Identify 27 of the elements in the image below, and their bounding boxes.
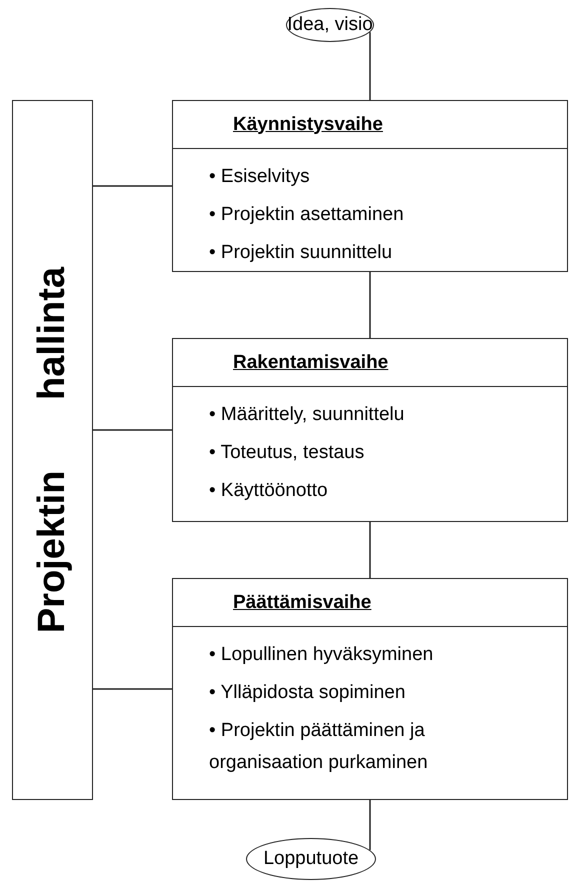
list-item: • Projektin päättäminen ja organisaation purkaminen xyxy=(209,719,429,775)
connector-line xyxy=(93,688,172,690)
connector-line xyxy=(369,800,371,850)
list-item: • Projektin suunnittelu xyxy=(209,241,394,265)
list-item: • Esiselvitys xyxy=(209,165,311,189)
connector-line xyxy=(369,272,371,338)
terminal-ellipse xyxy=(286,8,374,42)
phase-box xyxy=(172,100,568,272)
phase-box xyxy=(172,578,568,800)
side-bar-label: Projektin hallinta xyxy=(31,266,74,634)
phase-box xyxy=(172,338,568,522)
list-item: • Toteutus, testaus xyxy=(209,441,366,465)
phase-heading: Rakentamisvaihe xyxy=(233,352,388,374)
side-bar xyxy=(12,100,93,800)
phase-heading: Käynnistysvaihe xyxy=(233,114,383,136)
connector-line xyxy=(93,185,172,187)
list-item: • Ylläpidosta sopiminen xyxy=(209,681,406,705)
connector-line xyxy=(369,522,371,578)
list-item: • Projektin asettaminen xyxy=(209,203,405,227)
list-item: • Lopullinen hyväksyminen xyxy=(209,643,434,667)
terminal-label: Lopputuote xyxy=(263,848,359,870)
phase-heading: Päättämisvaihe xyxy=(233,592,372,614)
list-item: • Käyttöönotto xyxy=(209,479,329,503)
list-item: • Määrittely, suunnittelu xyxy=(209,403,406,427)
terminal-label: Idea, visio xyxy=(287,14,373,36)
connector-line xyxy=(93,429,172,431)
connector-line xyxy=(369,32,371,100)
